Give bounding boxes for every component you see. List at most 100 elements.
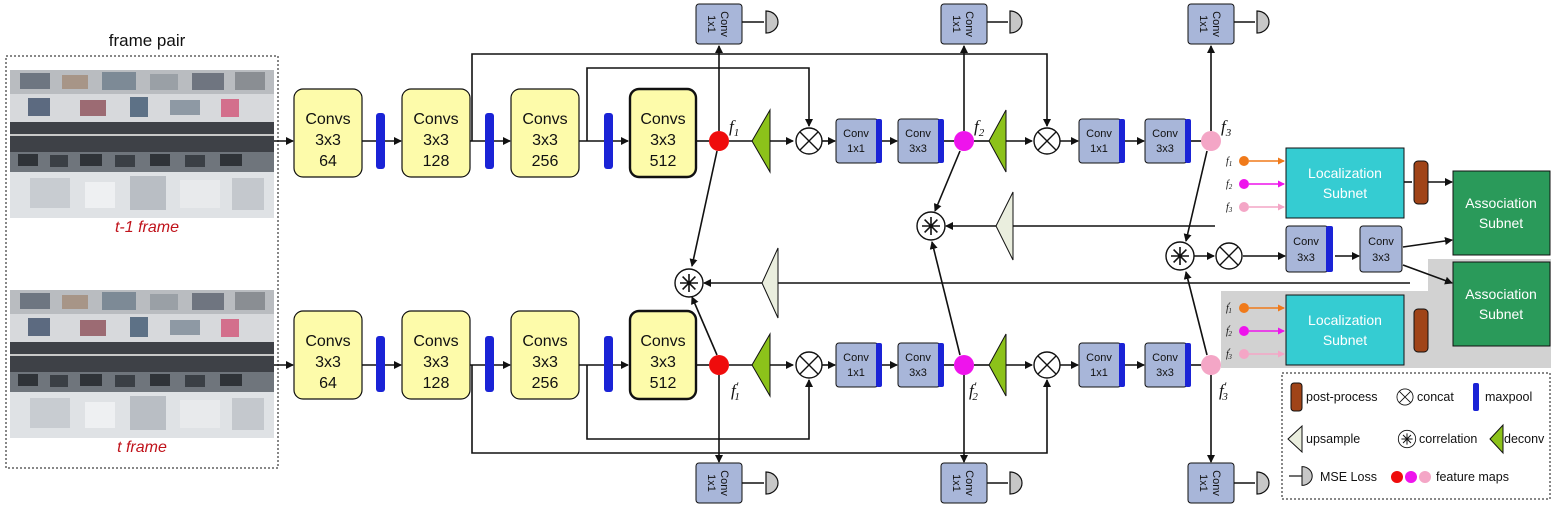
conv-label: Conv bbox=[963, 11, 975, 37]
upsample-icon bbox=[761, 247, 779, 319]
input-f1: f1 bbox=[1226, 156, 1232, 168]
legend-post-process: post-process bbox=[1306, 390, 1378, 404]
conv-block-2-channels: 128 bbox=[423, 375, 450, 392]
maxpool-bar bbox=[376, 113, 385, 169]
legend-upsample: upsample bbox=[1306, 432, 1360, 446]
deconv-and-upsample bbox=[751, 108, 1014, 398]
conv-block-4-name: Convs bbox=[640, 333, 685, 350]
conv-blocks-bottom: Convs 3x3 64 Convs 3x3 128 Convs 3x3 256… bbox=[293, 309, 698, 401]
small-convs: Conv 1x1 Conv 3x3 Conv 1x1 Conv 3x3 Conv… bbox=[835, 118, 1403, 388]
conv-block-3-kernel: 3x3 bbox=[532, 132, 558, 149]
correlation-icon bbox=[674, 268, 704, 298]
conv-kernel: 3x3 bbox=[1156, 143, 1174, 155]
label-f3-prime: f′3 bbox=[1219, 379, 1228, 403]
association-subnets: Association Subnet Association Subnet bbox=[1452, 170, 1551, 347]
frame-pair-panel: frame pair t-1 frame t frame bbox=[5, 31, 279, 469]
feature-map-f3 bbox=[1201, 131, 1221, 151]
conv-label: Conv bbox=[905, 352, 931, 364]
feature-map-f2 bbox=[954, 131, 974, 151]
feature-map-icon-magenta bbox=[1405, 471, 1417, 483]
conv-block-3-channels: 256 bbox=[532, 375, 559, 392]
legend: post-process concat maxpool upsample cor… bbox=[1281, 372, 1551, 500]
legend-deconv: deconv bbox=[1504, 432, 1545, 446]
mse-loss-icon bbox=[1009, 10, 1023, 34]
legend-maxpool: maxpool bbox=[1485, 390, 1532, 404]
conv-label: Conv bbox=[905, 128, 931, 140]
deconv-icon bbox=[988, 109, 1007, 173]
localization-subnet-bottom bbox=[1285, 294, 1405, 366]
input-f2: f2 bbox=[1226, 179, 1233, 191]
conv-block-1-name: Convs bbox=[305, 111, 350, 128]
feature-map-icon-red bbox=[1391, 471, 1403, 483]
localization-top: Localization Subnet f1 f2 f3 bbox=[1226, 147, 1429, 219]
frame-caption-top: t-1 frame bbox=[115, 219, 179, 236]
deconv-icon bbox=[1489, 423, 1504, 455]
deconv-icon bbox=[751, 332, 771, 398]
legend-correlation: correlation bbox=[1419, 432, 1477, 446]
maxpool-bar bbox=[604, 336, 613, 392]
conv-label: Conv bbox=[718, 470, 730, 496]
input-f2-prime: f′2 bbox=[1226, 324, 1232, 338]
localization-subnet-label: Localization bbox=[1308, 165, 1382, 181]
conv-kernel: 1x1 bbox=[847, 143, 865, 155]
conv-block-1-channels: 64 bbox=[319, 375, 337, 392]
mse-loss-icon bbox=[1256, 10, 1270, 34]
mse-loss-icon bbox=[1256, 471, 1270, 495]
conv-label: Conv bbox=[843, 128, 869, 140]
association-subnet-bottom bbox=[1452, 261, 1551, 347]
feature-map-f1-prime bbox=[709, 355, 729, 375]
maxpool-bar bbox=[604, 113, 613, 169]
concat-icon bbox=[1396, 388, 1414, 406]
conv-label: Conv bbox=[1368, 236, 1394, 248]
conv-label: Conv bbox=[1293, 236, 1319, 248]
label-f3: f3 bbox=[1221, 117, 1232, 139]
conv-block-1-channels: 64 bbox=[319, 153, 337, 170]
post-process-bar bbox=[1413, 308, 1429, 353]
conv-block-4-channels: 512 bbox=[650, 153, 677, 170]
conv-block-3-channels: 256 bbox=[532, 153, 559, 170]
concat-icon bbox=[795, 351, 823, 379]
association-subnet-top bbox=[1452, 170, 1551, 256]
conv-block-3-name: Convs bbox=[522, 111, 567, 128]
conv-block-4-name: Convs bbox=[640, 111, 685, 128]
mse-loss-icon bbox=[765, 10, 779, 34]
frame-caption-bottom: t frame bbox=[117, 439, 167, 456]
conv-label: Conv bbox=[1086, 128, 1112, 140]
localization-subnet-label: Subnet bbox=[1323, 332, 1367, 348]
conv-kernel: 1x1 bbox=[1197, 474, 1209, 492]
feature-map-icon-pink bbox=[1419, 471, 1431, 483]
conv-kernel: 1x1 bbox=[1090, 367, 1108, 379]
upsample-icon bbox=[995, 191, 1014, 261]
conv-block-2-name: Convs bbox=[413, 111, 458, 128]
feature-map-f3-prime bbox=[1201, 355, 1221, 375]
association-subnet-label: Subnet bbox=[1479, 306, 1523, 322]
correlation-icon bbox=[1397, 429, 1417, 449]
deconv-icon bbox=[988, 333, 1007, 397]
conv-label: Conv bbox=[843, 352, 869, 364]
conv-kernel: 3x3 bbox=[1156, 367, 1174, 379]
feature-maps: f1 f2 f3 f′1 f′2 f′3 bbox=[709, 117, 1232, 403]
correlation-icon bbox=[1165, 241, 1195, 271]
conv-block-3-kernel: 3x3 bbox=[532, 354, 558, 371]
loss-heads: Conv 1x1 Conv 1x1 Conv 1x1 bbox=[695, 3, 1270, 504]
frame-image-t-minus-1 bbox=[10, 70, 274, 218]
frame-pair-title: frame pair bbox=[109, 31, 186, 50]
mse-loss-icon bbox=[765, 471, 779, 495]
maxpool-icon bbox=[1473, 383, 1479, 411]
conv-label: Conv bbox=[718, 11, 730, 37]
post-process-bar bbox=[1413, 160, 1429, 205]
concat-icon bbox=[1215, 242, 1243, 270]
conv-block-2-kernel: 3x3 bbox=[423, 354, 449, 371]
conv-block-4-channels: 512 bbox=[650, 375, 677, 392]
input-f3-prime: f′3 bbox=[1226, 347, 1232, 361]
association-subnet-label: Association bbox=[1465, 195, 1537, 211]
association-subnet-label: Subnet bbox=[1479, 215, 1523, 231]
conv-label: Conv bbox=[1210, 470, 1222, 496]
localization-bottom: Localization Subnet f′1 f′2 f′3 bbox=[1226, 294, 1429, 366]
conv-block-4-kernel: 3x3 bbox=[650, 132, 676, 149]
localization-subnet-top bbox=[1285, 147, 1405, 219]
deconv-icon bbox=[751, 108, 771, 174]
input-f1-prime: f′1 bbox=[1226, 301, 1232, 315]
feature-map-f1 bbox=[709, 131, 729, 151]
